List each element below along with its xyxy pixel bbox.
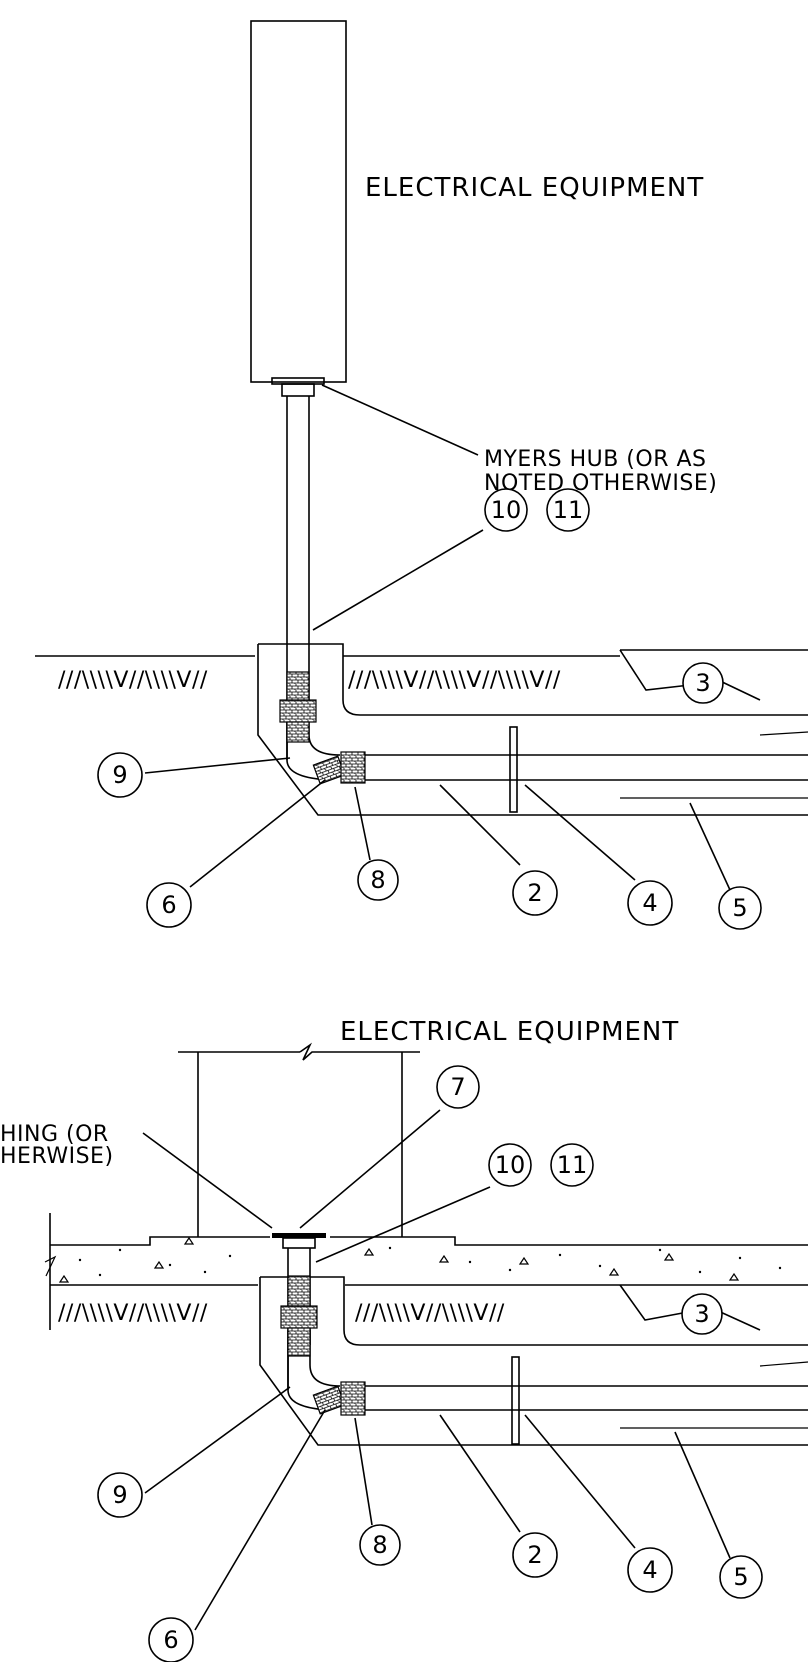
bushing-label: HING (OR — [0, 1122, 109, 1147]
top-detail: ///\\\\V//\\\\V// ///\\\\V//\\\\V//\\\\V… — [35, 20, 808, 930]
svg-text:9: 9 — [112, 1481, 127, 1509]
svg-text:6: 6 — [161, 891, 176, 919]
callout-3: 3 — [682, 662, 724, 704]
svg-text:10: 10 — [491, 496, 522, 524]
callout-9: 9 — [97, 752, 143, 798]
svg-text:8: 8 — [372, 1531, 387, 1559]
callout-11: 11 — [546, 488, 590, 532]
callout-9: 9 — [97, 1472, 143, 1518]
myers-hub-label: MYERS HUB (OR AS — [484, 447, 707, 472]
warning-tape — [509, 726, 518, 813]
callout-3: 3 — [681, 1293, 723, 1335]
svg-text:2: 2 — [527, 1541, 542, 1569]
svg-text:8: 8 — [370, 866, 385, 894]
svg-text:3: 3 — [695, 669, 710, 697]
callout-4: 4 — [627, 1547, 673, 1593]
callout-10: 10 — [488, 1143, 532, 1187]
coupling — [340, 751, 366, 784]
callout-4: 4 — [627, 880, 673, 926]
callout-5: 5 — [719, 1555, 763, 1599]
callout-7: 7 — [436, 1065, 480, 1109]
svg-text:5: 5 — [733, 1563, 748, 1591]
callout-5: 5 — [718, 886, 762, 930]
myers-hub-base — [281, 383, 315, 397]
svg-text:4: 4 — [642, 889, 657, 917]
callout-10: 10 — [484, 488, 528, 532]
concrete-aggregate-triangles — [58, 1236, 740, 1283]
svg-text:11: 11 — [557, 1151, 588, 1179]
svg-text:3: 3 — [694, 1300, 709, 1328]
trench-outline — [257, 644, 808, 816]
electrical-equipment-box — [250, 20, 347, 383]
coupling — [280, 1305, 318, 1329]
concrete-slab — [50, 1236, 808, 1246]
coupling — [287, 1275, 311, 1307]
myers-hub — [271, 377, 325, 385]
svg-text:9: 9 — [112, 761, 127, 789]
svg-text:2: 2 — [527, 879, 542, 907]
callout-8: 8 — [357, 859, 399, 901]
svg-text:10: 10 — [495, 1151, 526, 1179]
callout-2: 2 — [512, 870, 558, 916]
coupling — [312, 1385, 346, 1415]
coupling — [287, 1327, 311, 1357]
concrete-aggregate — [78, 1246, 782, 1277]
callout-2: 2 — [512, 1532, 558, 1578]
warning-tape — [511, 1356, 520, 1445]
coupling — [279, 699, 317, 723]
grounding-bushing — [272, 1233, 326, 1238]
callout-11: 11 — [550, 1143, 594, 1187]
trench-outline — [259, 1277, 808, 1446]
callout-6: 6 — [146, 882, 192, 928]
svg-text:11: 11 — [553, 496, 584, 524]
callout-8: 8 — [359, 1524, 401, 1566]
coupling — [312, 755, 346, 785]
coupling — [286, 721, 310, 743]
myers-hub-label-2: NOTED OTHERWISE) — [484, 471, 717, 496]
callout-6: 6 — [148, 1617, 194, 1662]
coupling — [340, 1381, 366, 1416]
ground-hatch-left: ///\\\\V//\\\\V// — [58, 1301, 208, 1326]
coupling — [286, 671, 310, 705]
bushing-base — [282, 1237, 316, 1249]
ground-hatch-right: ///\\\\V//\\\\V//\\\\V// — [348, 668, 561, 693]
svg-text:6: 6 — [163, 1626, 178, 1654]
svg-text:7: 7 — [450, 1073, 465, 1101]
electrical-equipment-label: ELECTRICAL EQUIPMENT — [340, 1017, 679, 1047]
svg-text:5: 5 — [732, 894, 747, 922]
ground-hatch-left: ///\\\\V//\\\\V// — [58, 668, 208, 693]
bottom-detail: ///\\\\V//\\\\V// ///\\\\V//\\\\V// — [0, 1017, 808, 1662]
bushing-label-2: HERWISE) — [0, 1144, 114, 1169]
ground-hatch-right: ///\\\\V//\\\\V// — [355, 1301, 505, 1326]
electrical-equipment-label: ELECTRICAL EQUIPMENT — [365, 173, 704, 203]
svg-text:4: 4 — [642, 1556, 657, 1584]
